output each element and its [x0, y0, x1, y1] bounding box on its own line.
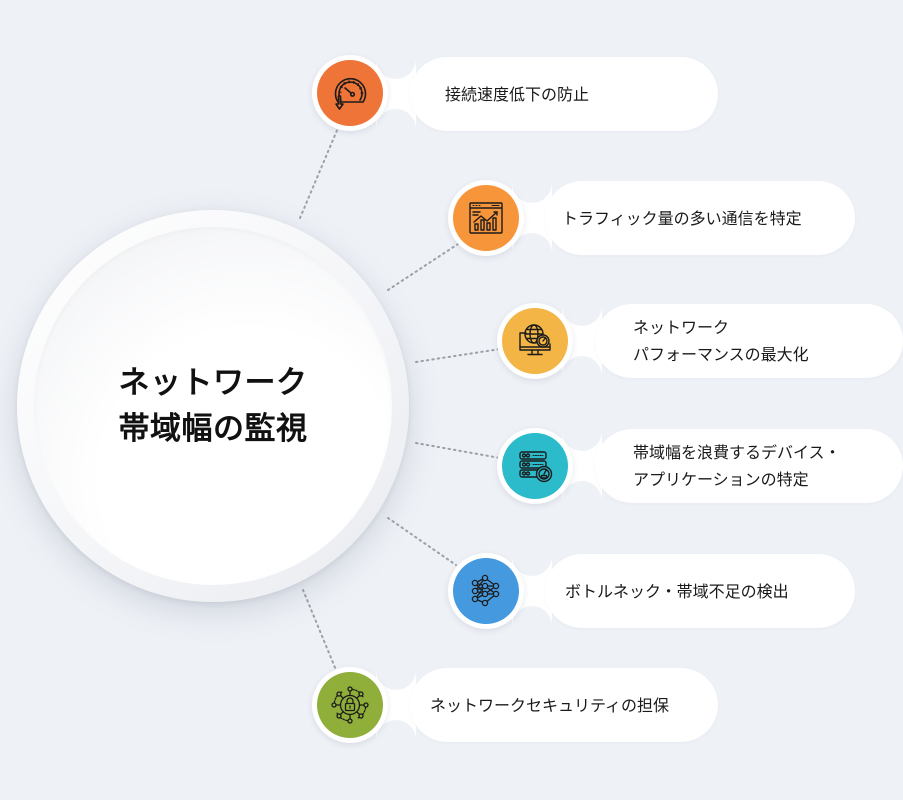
- hub-title: ネットワーク 帯域幅の監視: [119, 360, 308, 452]
- connector-1: [299, 127, 339, 219]
- browser-chart-icon: [469, 202, 503, 234]
- hub-title-line2: 帯域幅の監視: [118, 411, 308, 447]
- speedometer-down-icon: [334, 77, 367, 110]
- server-gauge-icon: [519, 451, 553, 483]
- item-6-icon-disc: [317, 672, 383, 738]
- item-4-pill: 帯域幅を浪費するデバイス・ アプリケーションの特定: [595, 429, 903, 503]
- item-2-icon-disc: [453, 185, 519, 251]
- item-3-pill: ネットワーク パフォーマンスの最大化: [595, 304, 903, 378]
- item-3-label: ネットワーク パフォーマンスの最大化: [633, 318, 809, 364]
- item-6-connector-neck: [376, 668, 416, 742]
- neural-network-icon: [471, 574, 500, 607]
- item-4-label: 帯域幅を浪費するデバイス・ アプリケーションの特定: [633, 443, 841, 489]
- item-1-pill: 接続速度低下の防止: [410, 57, 718, 131]
- connector-4: [415, 442, 501, 459]
- item-5-label: ボトルネック・帯域不足の検出: [565, 581, 789, 601]
- item-2-icon-badge: [448, 180, 524, 256]
- hub-circle: ネットワーク 帯域幅の監視: [17, 210, 409, 602]
- item-1-icon-badge: [312, 55, 388, 131]
- item-1-icon-disc: [317, 60, 383, 126]
- item-3-icon-badge: [497, 303, 573, 379]
- item-6-icon-badge: [312, 667, 388, 743]
- item-4-icon-disc: [502, 433, 568, 499]
- item-2-pill: トラフィック量の多い通信を特定: [545, 181, 855, 255]
- monitor-globe-gauge-icon: [519, 324, 551, 356]
- item-4-icon-badge: [497, 428, 573, 504]
- item-1-label: 接続速度低下の防止: [445, 84, 590, 104]
- connector-5: [387, 517, 457, 566]
- connector-2: [387, 243, 459, 291]
- item-3-icon-disc: [502, 308, 568, 374]
- hub-inner-disc: ネットワーク 帯域幅の監視: [34, 227, 392, 585]
- hub-title-line1: ネットワーク: [118, 365, 308, 401]
- connector-6: [302, 589, 337, 671]
- connector-3: [415, 348, 501, 363]
- item-6-label: ネットワークセキュリティの担保: [430, 695, 670, 715]
- item-5-pill: ボトルネック・帯域不足の検出: [545, 554, 855, 628]
- item-2-label: トラフィック量の多い通信を特定: [562, 208, 802, 228]
- item-5-icon-disc: [453, 558, 519, 624]
- network-lock-icon: [331, 686, 369, 724]
- item-6-pill: ネットワークセキュリティの担保: [410, 668, 718, 742]
- item-5-icon-badge: [448, 553, 524, 629]
